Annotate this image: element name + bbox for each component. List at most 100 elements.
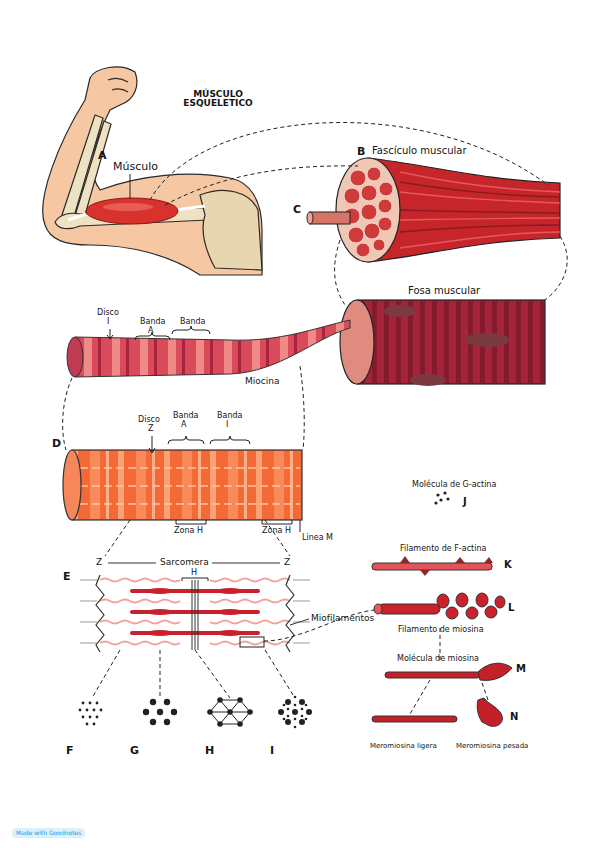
myofibril-detail [80,467,300,468]
arm-illustration [43,67,262,275]
myofibril-detail [176,520,206,524]
sarcomere [293,643,310,644]
sarcomere [182,578,208,581]
part-label: Miocina [245,377,279,386]
fascicle-illustration [364,223,380,239]
g-actin [439,498,442,501]
cross-section-overlap [278,696,312,729]
cross-section-overlap [285,699,291,705]
callout-letter: C [293,204,301,216]
part-label: A [181,421,186,429]
part-label: Disco [138,416,160,424]
zoom-leader [195,650,230,698]
callout-letter: I [270,745,274,757]
part-label: Banda [180,318,205,326]
callout-letter: J [463,497,467,508]
myosin-filament [374,593,505,619]
fascicle-illustration [361,185,377,201]
callout-letter: L [508,603,514,614]
fascicle-illustration [400,172,560,192]
cross-section-overlap [299,699,305,705]
cross-section-thick [150,719,156,725]
muscle-fiber [410,374,446,386]
zoom-leader [92,650,120,698]
sarcomere [293,580,310,581]
part-label: Molécula de miosina [397,655,479,663]
cross-section-lattice [210,700,250,724]
myofibril [110,329,111,338]
part-label: A [148,327,153,335]
fascicle-illustration [344,167,393,257]
myofibril-detail [80,485,300,486]
cross-section-thin [79,709,82,712]
f-actin [455,557,465,563]
sarcomere [290,619,309,625]
g-actin [446,497,449,500]
part-label: Disco [97,309,119,317]
myosin-filament [456,593,468,607]
cross-section-overlap [283,718,286,721]
fascicle-illustration [400,210,560,213]
muscle-belly [176,206,205,210]
callout-letter: N [510,712,518,723]
sarcomere [80,601,97,602]
myosin-molecule [385,672,480,678]
meromyosin [372,698,502,726]
myofibril-detail [300,520,301,532]
fascicle-illustration [356,243,370,257]
myofibril-detail [80,468,300,504]
muscle-fiber [384,305,416,317]
cross-section-lattice [237,721,243,727]
myofibril [67,337,83,377]
fascicle-illustration [378,199,392,213]
cross-section-overlap [287,708,290,711]
muscle-fiber [340,300,374,384]
myofibril-detail [63,436,302,532]
cross-section-overlap [305,718,308,721]
fascicle-illustration [307,158,560,262]
f-actin [484,557,493,563]
sarcomere [80,643,97,644]
myofibril [67,320,350,377]
fascicle-illustration [336,158,400,262]
myosin-molecule [478,663,512,680]
myofibril-detail [168,436,204,444]
part-label: Zona H [174,527,203,535]
zoom-leader [63,123,568,714]
zoom-leader [265,650,295,698]
cross-section-lattice [210,700,250,724]
cross-section-overlap [285,719,291,725]
arm-illustration [112,89,128,92]
f-actin [372,563,492,570]
sarcomere [96,575,104,652]
sarcomere [286,575,294,652]
cross-section-overlap [299,719,305,725]
cross-section-thin [93,723,96,726]
cross-section-lattice [207,697,253,727]
myosin-filament [485,606,497,618]
cross-section-thin [82,702,85,705]
callout-letter: K [504,560,512,571]
g-actin [436,493,439,496]
cross-section-overlap [294,704,297,707]
zoom-leader [300,366,304,450]
part-label: Zona H [262,527,291,535]
muscle-fiber [357,300,545,384]
sarcomere [80,563,310,652]
sarcomere [108,563,309,650]
f-actin [400,556,493,576]
fascicle-illustration [350,170,366,186]
callout-letter: B [357,146,365,158]
zoom-leader [150,123,548,200]
sarcomere [192,580,193,650]
cross-section-overlap [301,715,304,718]
cross-section-overlap [292,709,298,715]
zoom-leader [545,236,567,300]
cross-section-thin [82,716,85,719]
fascicle-illustration [361,204,377,220]
zoom-leader [335,240,345,305]
g-actin [434,491,449,504]
arm-illustration [200,190,262,270]
cross-section-thin [93,709,96,712]
